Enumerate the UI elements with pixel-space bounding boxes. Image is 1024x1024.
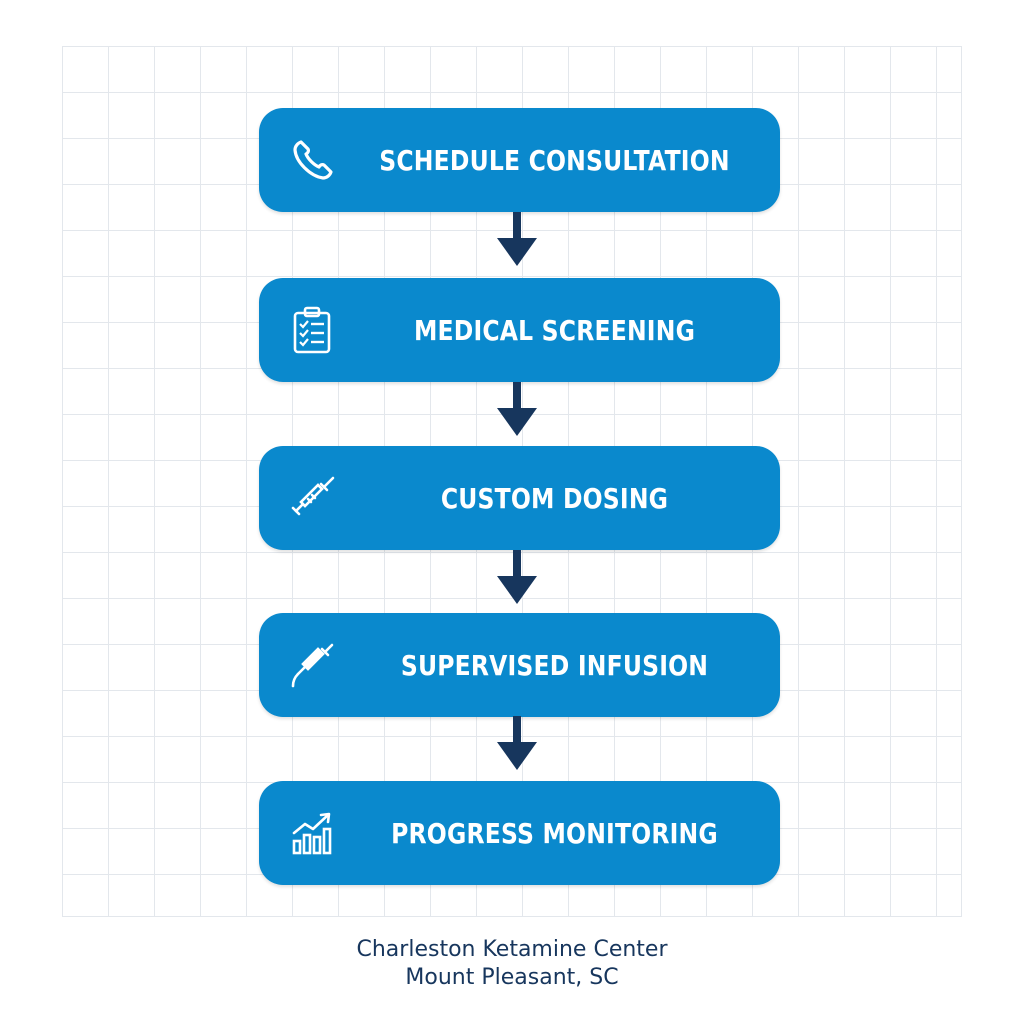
clipboard-icon: [285, 302, 341, 358]
step-label: MEDICAL SCREENING: [413, 313, 696, 347]
arrow-down-icon: [497, 716, 537, 770]
step-schedule-consultation[interactable]: SCHEDULE CONSULTATION: [259, 108, 780, 212]
footer-location: Mount Pleasant, SC: [405, 965, 619, 990]
phone-icon: [285, 132, 341, 188]
step-label: CUSTOM DOSING: [440, 481, 669, 515]
step-label: SCHEDULE CONSULTATION: [379, 143, 730, 177]
step-label: PROGRESS MONITORING: [391, 816, 718, 850]
arrow-down-icon: [497, 212, 537, 266]
footer-organization: Charleston Ketamine Center: [356, 937, 668, 962]
step-progress-monitoring[interactable]: PROGRESS MONITORING: [259, 781, 780, 885]
iv-syringe-icon: [285, 637, 341, 693]
step-custom-dosing[interactable]: CUSTOM DOSING: [259, 446, 780, 550]
chart-icon: [285, 805, 341, 861]
arrow-down-icon: [497, 382, 537, 436]
arrow-down-icon: [497, 550, 537, 604]
step-medical-screening[interactable]: MEDICAL SCREENING: [259, 278, 780, 382]
step-supervised-infusion[interactable]: SUPERVISED INFUSION: [259, 613, 780, 717]
step-label: SUPERVISED INFUSION: [400, 648, 709, 682]
syringe-icon: [285, 470, 341, 526]
